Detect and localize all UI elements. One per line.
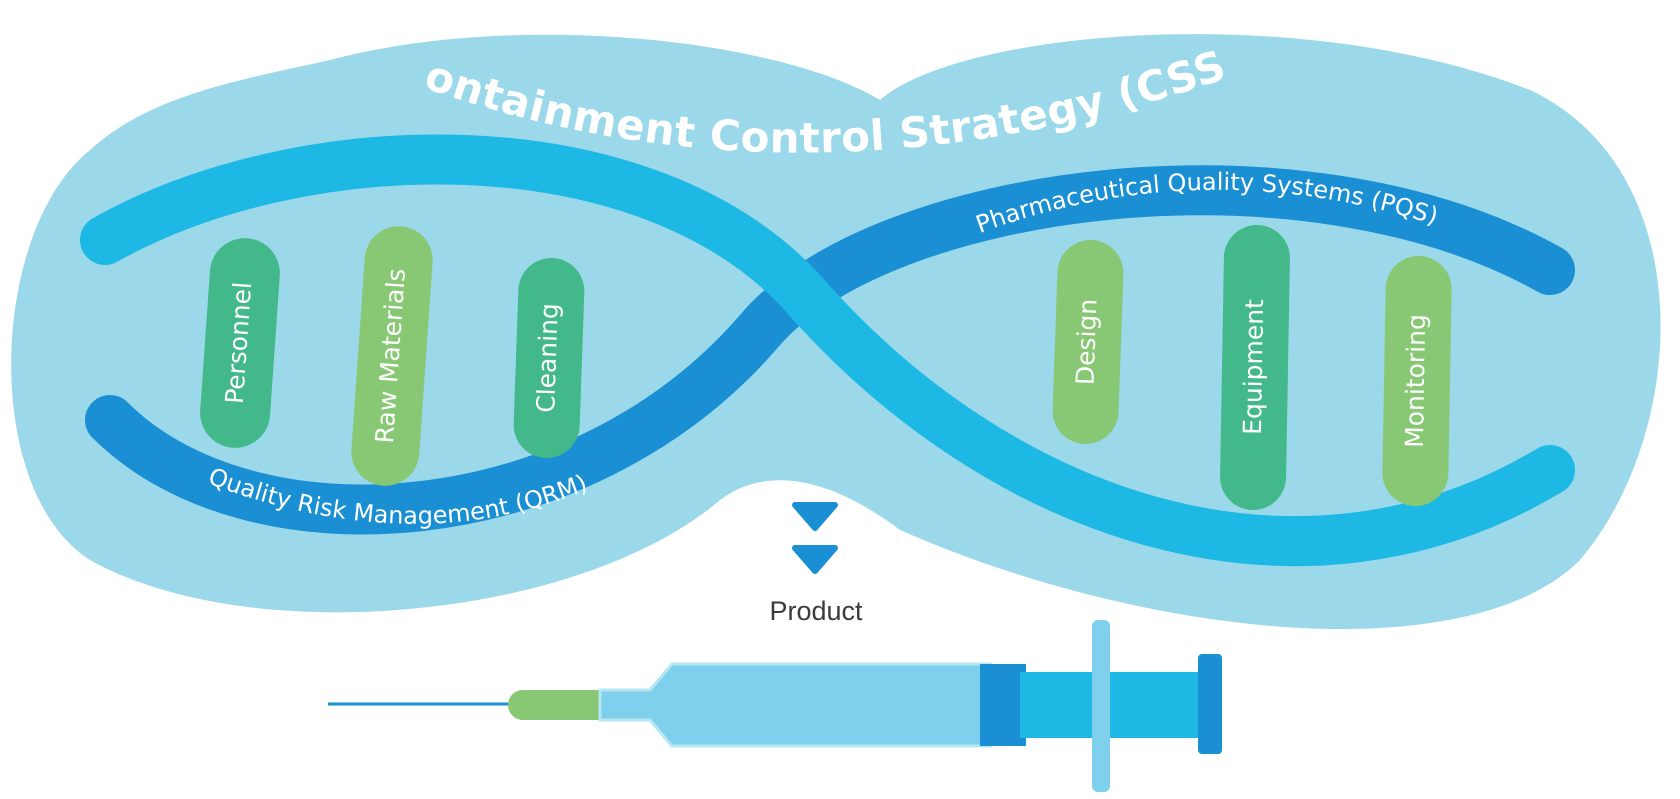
strand-dark-qrm-pqs: [85, 165, 1575, 535]
pill-design: Design: [1052, 240, 1124, 444]
pill-cleaning-label: Cleaning: [531, 303, 564, 414]
pill-raw-materials: Raw Materials: [351, 226, 433, 486]
pill-monitoring-label: Monitoring: [1400, 314, 1431, 448]
pill-monitoring: Monitoring: [1382, 256, 1452, 506]
product-label: Product: [769, 596, 863, 626]
pill-equipment-label: Equipment: [1238, 299, 1269, 435]
pill-personnel: Personnel: [200, 238, 280, 448]
pill-cleaning: Cleaning: [513, 258, 585, 458]
arrow-down-icon: [792, 545, 838, 574]
pill-equipment: Equipment: [1220, 225, 1290, 510]
pill-design-label: Design: [1071, 298, 1103, 385]
arrow-down-icon: [792, 502, 838, 531]
syringe-icon: [328, 620, 1222, 792]
strand-light: [80, 134, 1575, 567]
